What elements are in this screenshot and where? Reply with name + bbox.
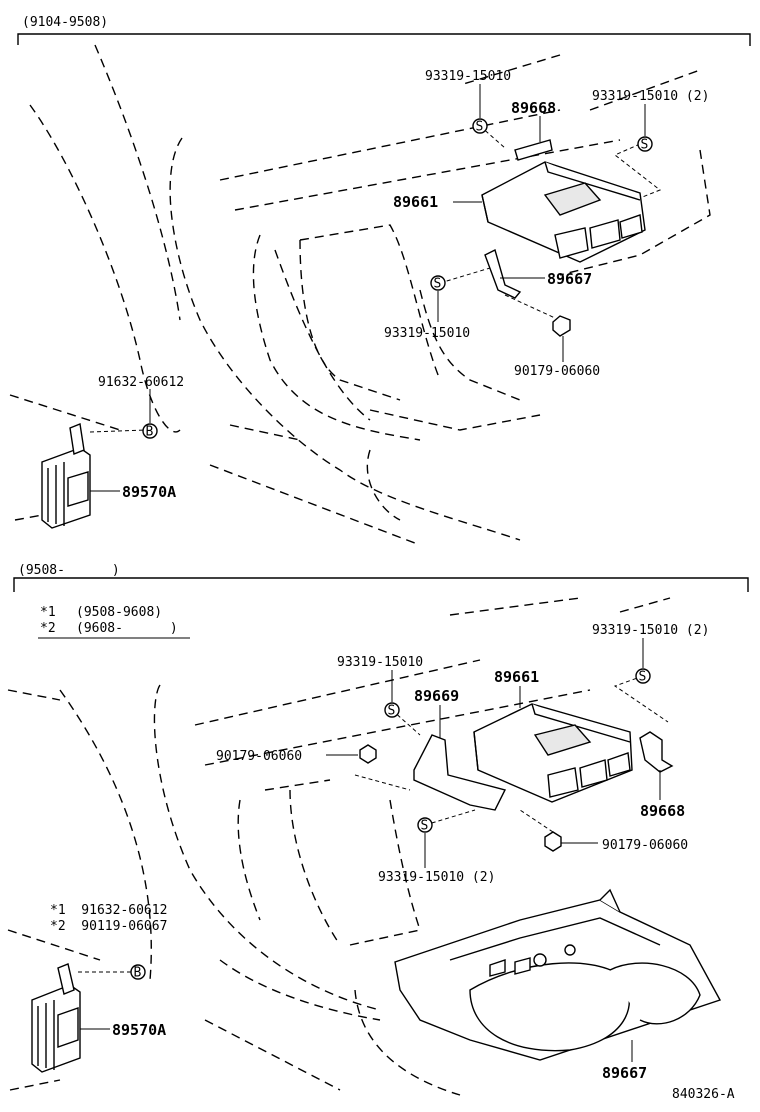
svg-text:B: B [146,425,154,440]
section-2-note-1-text: (9508-9608) [76,605,162,620]
section-2: (9508- ) *1 (9508-9608) *2 (9608- ) [7,563,749,1096]
section-1-screw-marker-right: S [637,136,653,153]
svg-text:S: S [434,277,442,292]
section-1-nut-icon [552,315,571,337]
section-1-label-screw-lower: 93319-15010 [384,326,470,341]
section-2-bracket-line [13,577,749,592]
svg-text:S: S [388,704,396,719]
section-2-screw-marker-top: S [384,702,400,719]
section-1-label-sensor: 89570A [122,483,176,501]
section-2-leaders [80,638,661,1062]
section-2-range-label: (9508- ) [18,563,120,578]
svg-text:S: S [639,670,647,685]
section-1-range-label: (9104-9508) [22,15,108,30]
section-1-engine-computer [481,161,646,263]
svg-text:S: S [421,819,429,834]
section-1-label-bolt-sensor: 91632-60612 [98,375,184,390]
section-1-bracket-89668 [514,139,553,161]
section-2-floor-panel [394,888,722,1061]
section-1-body-outline [9,44,711,546]
section-1-label-screw-right: 93319-15010 (2) [592,89,709,104]
section-1-label-screw-top: 93319-15010 [425,69,511,84]
section-2-label-floor-panel: 89667 [602,1064,647,1082]
section-1-screw-marker-top: S [472,118,488,135]
section-2-body-outline [7,597,671,1096]
section-2-nut-right-icon [544,831,562,852]
section-2-bracket-89669 [413,734,507,811]
section-1-bolt-marker: B [142,423,158,440]
section-2-label-bolt-note2: *2 90119-06067 [50,919,167,934]
section-2-label-computer: 89661 [494,668,539,686]
section-2-label-bolt-note1: *1 91632-60612 [50,903,167,918]
svg-text:B: B [134,966,142,981]
section-2-bracket-89668 [639,731,674,773]
section-2-label-nut-right: 90179-06060 [602,838,688,853]
section-2-nut-left-icon [359,744,377,764]
section-2-label-nut-left: 90179-06060 [216,749,302,764]
section-1-label-nut: 90179-06060 [514,364,600,379]
section-2-label-screw-right: 93319-15010 (2) [592,623,709,638]
section-2-label-bracket-left: 89669 [414,687,459,705]
section-2-note-1-mark: *1 [40,605,56,620]
section-2-bolt-marker: B [130,964,146,981]
section-2-engine-computer [473,703,633,803]
section-1-airbag-sensor [41,423,91,529]
section-1-screw-marker-lower: S [430,275,446,292]
svg-text:S: S [641,138,649,153]
section-2-airbag-sensor [31,963,81,1073]
section-1-assembly-lines [89,125,661,433]
section-2-screw-marker-right: S [635,668,651,685]
svg-text:S: S [476,120,484,135]
section-1: (9104-9508) [9,15,751,546]
section-1-bracket-89667 [484,248,522,299]
section-1-bracket-line [17,33,751,46]
section-1-label-bracket: 89667 [547,270,592,288]
section-2-label-screw-lower: 93319-15010 (2) [378,870,495,885]
figure-code: 840326-A [672,1087,735,1102]
section-2-note-2-mark: *2 [40,621,56,636]
section-1-label-bracket-small: 89668 [511,99,556,117]
section-2-label-sensor: 89570A [112,1021,166,1039]
section-2-label-bracket-right: 89668 [640,802,685,820]
section-2-label-screw-top: 93319-15010 [337,655,423,670]
section-2-note-2-text: (9608- ) [76,621,178,636]
section-2-screw-marker-lower: S [417,817,433,834]
section-1-label-computer: 89661 [393,193,438,211]
section-1-leaders [90,84,646,492]
section-2-assembly-lines [78,675,669,973]
